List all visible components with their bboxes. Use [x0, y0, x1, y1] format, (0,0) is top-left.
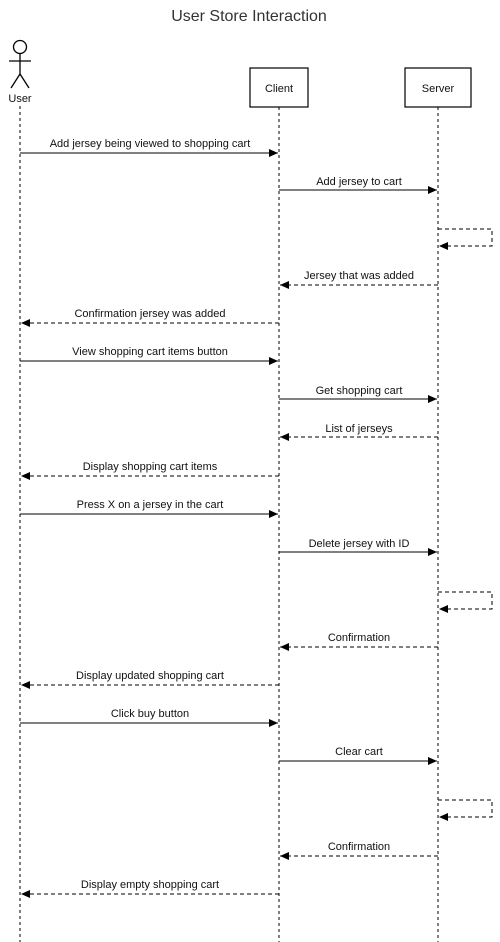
participant-client-label: Client: [265, 83, 293, 95]
participant-server-label: Server: [422, 83, 455, 95]
message-label-13: Click buy button: [111, 708, 189, 720]
diagram-title: User Store Interaction: [171, 8, 327, 25]
message-label-3: Jersey that was added: [304, 270, 414, 282]
self-loop-arrow-2: [438, 591, 493, 613]
participant-server-box: [404, 67, 472, 108]
message-label-14: Clear cart: [335, 746, 383, 758]
message-label-7: List of jerseys: [325, 423, 393, 435]
message-label-5: View shopping cart items button: [72, 346, 228, 358]
self-loop-arrow-3: [438, 799, 493, 821]
message-label-15: Confirmation: [328, 841, 390, 853]
message-label-12: Display updated shopping cart: [76, 670, 224, 682]
message-label-1: Add jersey being viewed to shopping cart: [50, 138, 251, 150]
participant-client-box: [249, 67, 309, 108]
message-label-4: Confirmation jersey was added: [74, 308, 225, 320]
message-label-8: Display shopping cart items: [83, 461, 218, 473]
participant-user-label: User: [8, 93, 32, 105]
message-label-10: Delete jersey with ID: [309, 538, 410, 550]
message-label-6: Get shopping cart: [316, 385, 403, 397]
message-label-11: Confirmation: [328, 632, 390, 644]
self-loop-arrow-1: [438, 228, 493, 250]
user-actor-icon: [9, 39, 31, 89]
message-label-9: Press X on a jersey in the cart: [77, 499, 224, 511]
message-label-16: Display empty shopping cart: [81, 879, 219, 891]
message-label-2: Add jersey to cart: [316, 176, 402, 188]
